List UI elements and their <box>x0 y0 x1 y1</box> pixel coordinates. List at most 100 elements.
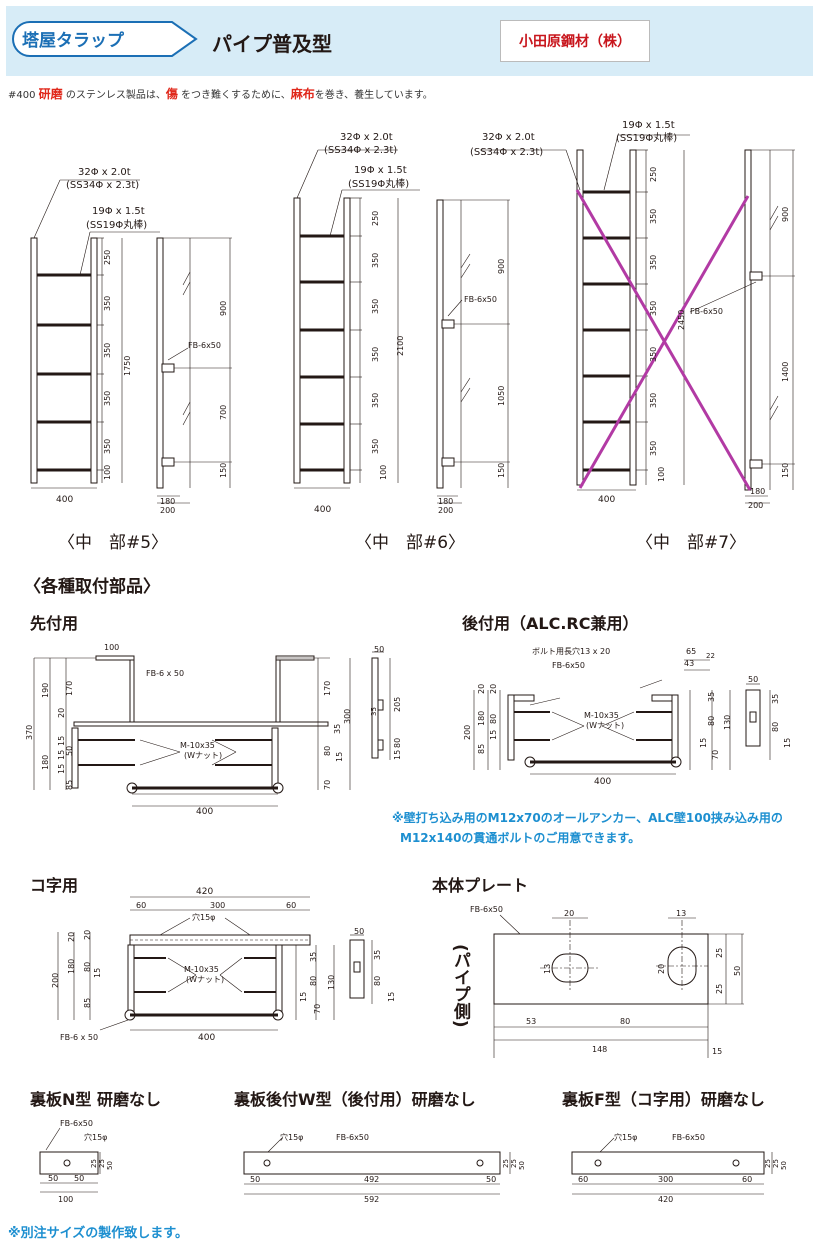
l6-dim: 100 <box>379 465 388 480</box>
rear-right-dim: 70 <box>711 750 720 760</box>
bpf-hole: 穴15φ <box>614 1132 637 1142</box>
bpw-h: 50 <box>518 1161 526 1170</box>
l7-depth2: 200 <box>748 501 763 510</box>
l7-pipe-label: 32Φ x 2.0t <box>482 132 535 143</box>
front-right-dim: 35 <box>333 724 342 734</box>
rear-right-dim: 15 <box>699 738 708 748</box>
channel-right-dim: 80 <box>309 976 318 986</box>
backplate-w-drawing <box>243 1137 511 1195</box>
channel-left-dim: 20 <box>83 930 92 940</box>
plate-dim: 20 <box>657 964 666 974</box>
bpn-hole: 穴15φ <box>84 1132 107 1142</box>
plate-dim: 25 <box>715 984 724 994</box>
l6-side-bottom: 150 <box>497 463 506 478</box>
l7-pipe-alt: (SS34Φ x 2.3t) <box>470 147 543 158</box>
front-nut: (Wナット) <box>184 751 222 760</box>
front-left-dim: 370 <box>25 725 34 740</box>
l7-dim: 250 <box>649 167 658 182</box>
l6-side-lower: 1050 <box>497 386 506 406</box>
bpf-total: 420 <box>658 1195 673 1204</box>
bpf-dim: 60 <box>742 1175 752 1184</box>
channel-left-dim: 180 <box>67 959 76 974</box>
plate-dim: 20 <box>564 909 574 918</box>
body-plate-drawing <box>493 914 744 1058</box>
front-inner-dim: 15 <box>57 736 66 746</box>
channel-right-dim: 35 <box>309 952 318 962</box>
bpn-dim: 50 <box>74 1174 84 1183</box>
l6-side-upper: 900 <box>497 259 506 274</box>
rear-left-dim: 80 <box>489 714 498 724</box>
l6-width: 400 <box>314 505 331 515</box>
channel-left-dim: 200 <box>51 973 60 988</box>
rear-left-dim: 180 <box>477 711 486 726</box>
care-note: #400 研磨 のステンレス製品は、傷 をつき難くするために、麻布を巻き、養生し… <box>8 85 433 102</box>
plate-dim: 80 <box>620 1017 630 1026</box>
rear-right-dim: 35 <box>707 692 716 702</box>
bpw-hole: 穴15φ <box>280 1132 303 1142</box>
rear-width: 400 <box>594 777 611 787</box>
rear-left-dim: 20 <box>489 684 498 694</box>
plate-dim: 13 <box>676 909 686 918</box>
bpw-h: 25 <box>502 1159 510 1168</box>
front-right-dim: 170 <box>323 681 332 696</box>
caption-ladder-5: 〈中 部#5〉 <box>58 533 169 553</box>
parts-heading: 〈各種取付部品〉 <box>24 577 160 597</box>
l6-dim: 350 <box>371 299 380 314</box>
page-title: パイプ普及型 <box>212 32 332 56</box>
channel-side-dim: 15 <box>387 992 396 1002</box>
front-right-dim: 15 <box>335 752 344 762</box>
front-top: 100 <box>104 643 119 652</box>
front-inner-dim: 85 <box>65 780 74 790</box>
bpn-fb: FB-6x50 <box>60 1119 93 1128</box>
rear-mount-title: 後付用（ALC.RC兼用） <box>462 614 639 633</box>
rear-left-dim: 15 <box>489 730 498 740</box>
bpn-h: 25 <box>90 1159 98 1168</box>
bpn-h: 25 <box>98 1159 106 1168</box>
l7-side-lower: 1400 <box>781 362 790 382</box>
plate-fb: FB-6x50 <box>470 905 503 914</box>
channel-right-dim: 130 <box>327 975 336 990</box>
l7-depth1: 180 <box>750 487 765 496</box>
rear-fb: FB-6x50 <box>552 661 585 670</box>
plate-dim: 148 <box>592 1045 607 1054</box>
l5-total: 1750 <box>123 356 132 376</box>
channel-nut: (Wナット) <box>186 975 224 984</box>
l5-side-upper: 900 <box>219 301 228 316</box>
badge-label: 塔屋タラップ <box>22 31 124 51</box>
rear-side-dim: 15 <box>783 738 792 748</box>
l5-dim: 350 <box>103 343 112 358</box>
rear-side-dim: 35 <box>771 694 780 704</box>
plate-dim: 15 <box>712 1047 722 1056</box>
l7-width: 400 <box>598 495 615 505</box>
l6-dim: 350 <box>371 347 380 362</box>
rear-bolt: M-10x35 <box>584 711 619 720</box>
front-right-dim: 70 <box>323 780 332 790</box>
rear-top: 22 <box>706 652 715 660</box>
front-left-dim: 180 <box>41 755 50 770</box>
channel-left-dim: 80 <box>83 962 92 972</box>
bpw-total: 592 <box>364 1195 379 1204</box>
l5-width: 400 <box>56 495 73 505</box>
l7-dim: 350 <box>649 209 658 224</box>
l6-rung-label: 19Φ x 1.5t <box>354 165 407 176</box>
channel-sub: 60 <box>286 901 296 910</box>
maker-box: 小田原鋼材（株） <box>500 20 650 62</box>
front-side-dim: 80 <box>393 738 402 748</box>
rear-left-dim: 200 <box>463 725 472 740</box>
front-fb: FB-6 x 50 <box>146 669 184 678</box>
l7-dim: 350 <box>649 255 658 270</box>
l5-rung-label: 19Φ x 1.5t <box>92 206 145 217</box>
l6-total: 2100 <box>396 336 405 356</box>
channel-width: 400 <box>198 1033 215 1043</box>
bpw-dim: 492 <box>364 1175 379 1184</box>
front-inner-dim: 20 <box>57 708 66 718</box>
l6-depth2: 200 <box>438 506 453 515</box>
l6-rung-alt: (SS19Φ丸棒) <box>348 177 409 190</box>
channel-left-dim: 15 <box>93 968 102 978</box>
rear-mount-drawing <box>473 659 771 775</box>
ladder-5 <box>30 179 232 504</box>
l7-dim: 350 <box>649 347 658 362</box>
l7-dim: 350 <box>649 441 658 456</box>
l5-side-bottom: 150 <box>219 463 228 478</box>
l5-fb-label: FB-6x50 <box>188 341 221 350</box>
